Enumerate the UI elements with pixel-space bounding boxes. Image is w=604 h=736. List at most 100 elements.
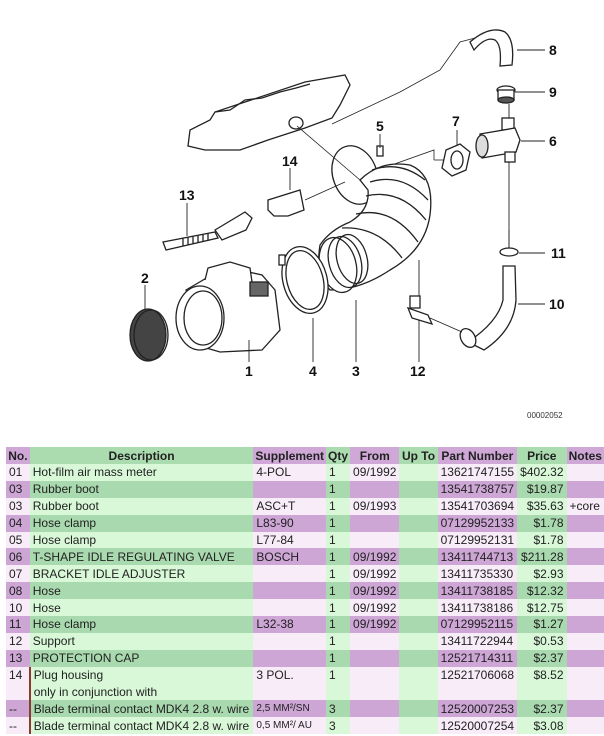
cell-price: $12.32 — [517, 582, 567, 600]
cell-supplement: 2,5 MM²/SN — [253, 700, 327, 718]
cell-description: Rubber boot — [29, 480, 254, 498]
cell-notes — [566, 666, 604, 684]
cell-price: $211.28 — [517, 548, 567, 566]
cell-notes — [566, 582, 604, 600]
cell-no: 11 — [6, 616, 30, 633]
cell-from: 09/1993 — [350, 497, 400, 515]
cell-from: 09/1992 — [350, 464, 400, 481]
cell-no: 10 — [6, 599, 30, 617]
cell-qty: 1 — [326, 649, 351, 667]
cell-description: Hose — [29, 582, 254, 600]
cell-qty — [326, 683, 351, 701]
cell-no: 08 — [6, 582, 30, 600]
header-supplement: Supplement — [253, 447, 327, 464]
cell-supplement — [253, 599, 327, 617]
cell-no: 05 — [6, 531, 30, 549]
cell-part-number: 13411738186 — [437, 599, 518, 617]
cell-notes — [566, 548, 604, 566]
part-9-grommet — [496, 85, 516, 104]
part-10-hose — [459, 265, 517, 351]
cell-up-to — [399, 599, 438, 617]
cell-notes — [566, 717, 604, 735]
cell-up-to — [399, 616, 438, 633]
header-no: No. — [6, 447, 30, 464]
header-price: Price — [517, 447, 567, 464]
cell-description: Blade terminal contact MDK4 2.8 w. wire — [28, 717, 254, 735]
cell-description: Hose clamp — [29, 514, 254, 532]
cell-price: $0.53 — [517, 632, 567, 650]
cell-from — [350, 700, 400, 718]
cell-part-number: 07129952115 — [437, 616, 518, 633]
cell-supplement: BOSCH — [253, 548, 327, 566]
cell-supplement: L77-84 — [253, 531, 327, 549]
cell-from — [350, 514, 400, 532]
cell-up-to — [399, 565, 438, 583]
cell-supplement: 0,5 MM²/ AU — [253, 717, 327, 735]
cell-from — [350, 666, 400, 684]
cell-up-to — [399, 683, 438, 701]
cell-price: $12.75 — [517, 599, 567, 617]
cell-from: 09/1992 — [350, 548, 400, 566]
cell-qty: 1 — [326, 632, 351, 650]
callout-12: 12 — [410, 363, 426, 379]
cell-up-to — [399, 649, 438, 667]
cell-up-to — [399, 700, 438, 718]
cell-supplement — [253, 649, 327, 667]
cell-no: 12 — [6, 632, 30, 650]
cell-qty: 1 — [326, 514, 351, 532]
cell-from: 09/1992 — [350, 616, 400, 633]
part-14-plug-housing — [267, 181, 346, 217]
callout-6: 6 — [549, 133, 557, 149]
cell-price: $2.93 — [517, 565, 567, 583]
cell-up-to — [399, 480, 438, 498]
cell-up-to — [399, 464, 438, 481]
callout-13: 13 — [179, 187, 195, 203]
cell-qty: 1 — [326, 565, 351, 583]
cell-no: 07 — [6, 565, 30, 583]
cell-part-number — [437, 683, 518, 701]
intake-manifold — [187, 74, 351, 151]
cell-description: only in conjunction with — [28, 683, 254, 701]
cell-part-number: 12521714311 — [437, 649, 518, 667]
cell-notes — [566, 649, 604, 667]
cell-notes — [566, 632, 604, 650]
part-12-support — [406, 295, 434, 326]
callout-9: 9 — [549, 84, 557, 100]
cell-no: 03 — [6, 497, 30, 515]
cell-qty: 1 — [326, 666, 351, 684]
cell-qty: 1 — [326, 480, 351, 498]
cell-description: BRACKET IDLE ADJUSTER — [29, 565, 254, 583]
cell-notes — [566, 464, 604, 481]
parts-table: No. Description Supplement Qty From Up T… — [6, 447, 604, 735]
cell-up-to — [399, 582, 438, 600]
cell-qty: 1 — [326, 616, 351, 633]
cell-description: Hose — [29, 599, 254, 617]
cell-price: $2.37 — [517, 649, 567, 667]
cell-supplement: L83-90 — [253, 514, 327, 532]
cell-qty: 3 — [326, 700, 351, 718]
cell-description: Plug housing — [28, 666, 254, 684]
callout-2: 2 — [141, 270, 149, 286]
cell-supplement: 4-POL — [253, 464, 327, 481]
parts-diagram: 8 9 6 7 5 14 13 2 1 4 3 12 11 10 0000205… — [129, 29, 566, 420]
cell-description: Blade terminal contact MDK4 2.8 w. wire — [28, 700, 254, 718]
cell-price: $8.52 — [517, 666, 567, 684]
cell-part-number: 07129952133 — [437, 514, 518, 532]
cell-part-number: 12520007254 — [437, 717, 518, 735]
cell-description: T-SHAPE IDLE REGULATING VALVE — [29, 548, 254, 566]
cell-qty: 1 — [326, 464, 351, 481]
cell-part-number: 13541703694 — [437, 497, 518, 515]
header-description: Description — [29, 447, 254, 464]
cell-from: 09/1992 — [350, 582, 400, 600]
cell-price: $402.32 — [517, 464, 567, 481]
part-6-idle-valve — [475, 117, 521, 163]
cell-from — [350, 531, 400, 549]
